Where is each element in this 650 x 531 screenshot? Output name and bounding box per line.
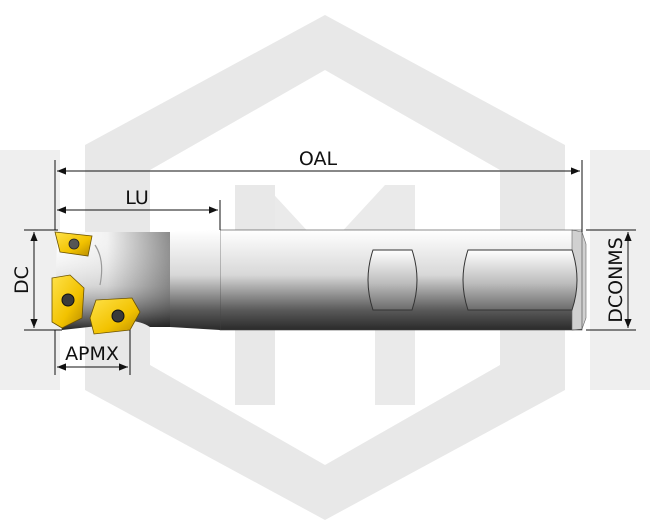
insert-top (54, 231, 93, 257)
dimension-lu: LU (57, 187, 218, 214)
shank-flat-left (367, 249, 418, 311)
dc-label: DC (11, 266, 33, 294)
dimension-apmx: APMX (57, 343, 128, 371)
oal-label: OAL (299, 148, 338, 170)
insert-left (51, 274, 85, 329)
apmx-label: APMX (65, 343, 119, 365)
dimension-dconms: DCONMS (605, 232, 632, 328)
dimension-oal: OAL (57, 148, 580, 175)
dconms-label: DCONMS (605, 237, 627, 323)
extension-lines (24, 160, 636, 375)
cutter-head (55, 232, 170, 330)
neck (170, 230, 220, 330)
insert-bottom (89, 297, 141, 335)
dimension-dc: DC (11, 232, 38, 328)
shank-flat-right (462, 249, 578, 311)
lu-label: LU (125, 187, 149, 209)
